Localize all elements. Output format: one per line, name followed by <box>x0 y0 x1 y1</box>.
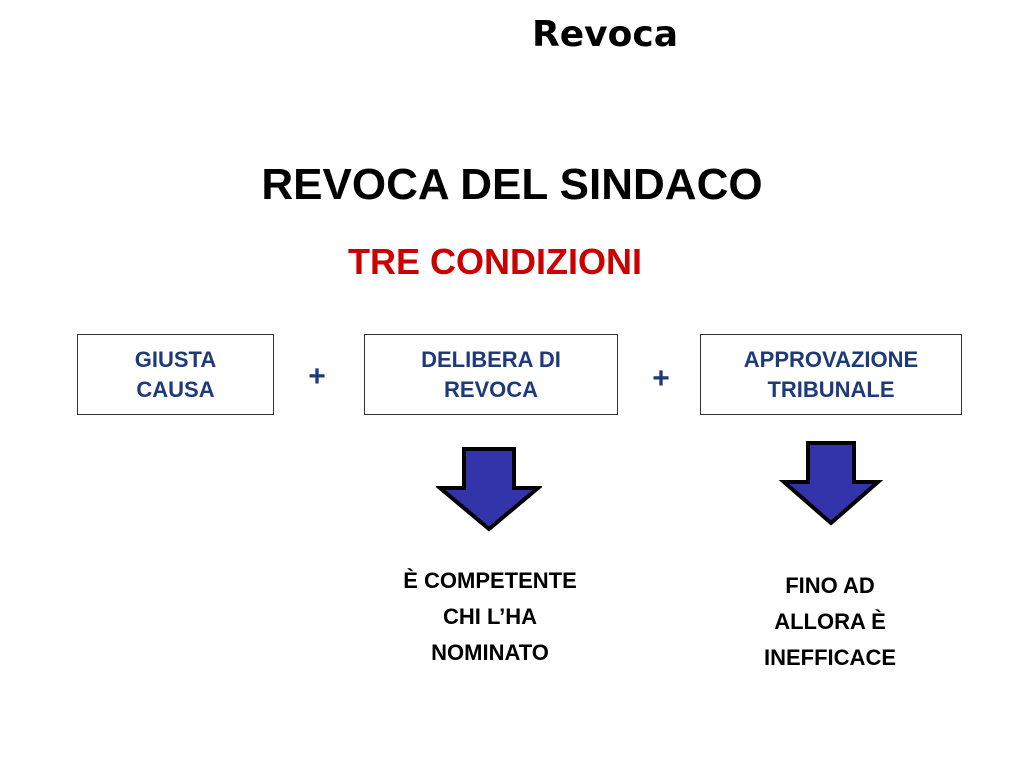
result-line: FINO AD <box>785 573 875 598</box>
result-line: ALLORA È <box>774 609 886 634</box>
plus-operator: + <box>652 362 670 395</box>
main-heading: REVOCA DEL SINDACO <box>261 160 763 209</box>
down-arrow-icon <box>436 446 542 532</box>
result-competente: È COMPETENTE CHI L’HA NOMINATO <box>360 563 620 671</box>
condition-box-delibera-revoca: DELIBERA DI REVOCA <box>364 334 618 415</box>
condition-line: GIUSTA <box>134 346 217 372</box>
condition-line: REVOCA <box>443 376 539 402</box>
condition-line: APPROVAZIONE <box>743 346 919 372</box>
condition-box-giusta-causa: GIUSTA CAUSA <box>77 334 274 415</box>
result-line: È COMPETENTE <box>403 568 577 593</box>
plus-operator: + <box>308 360 326 393</box>
slide-title: Revoca <box>532 14 678 55</box>
condition-box-approvazione-tribunale: APPROVAZIONE TRIBUNALE <box>700 334 962 415</box>
result-inefficace: FINO AD ALLORA È INEFFICACE <box>710 568 950 676</box>
sub-heading: TRE CONDIZIONI <box>348 241 642 282</box>
condition-line: CAUSA <box>136 376 215 402</box>
result-line: INEFFICACE <box>764 645 896 670</box>
result-line: NOMINATO <box>431 640 549 665</box>
condition-line: TRIBUNALE <box>767 376 895 402</box>
condition-line: DELIBERA DI <box>421 346 561 372</box>
down-arrow-icon <box>778 440 884 526</box>
result-line: CHI L’HA <box>442 604 538 629</box>
